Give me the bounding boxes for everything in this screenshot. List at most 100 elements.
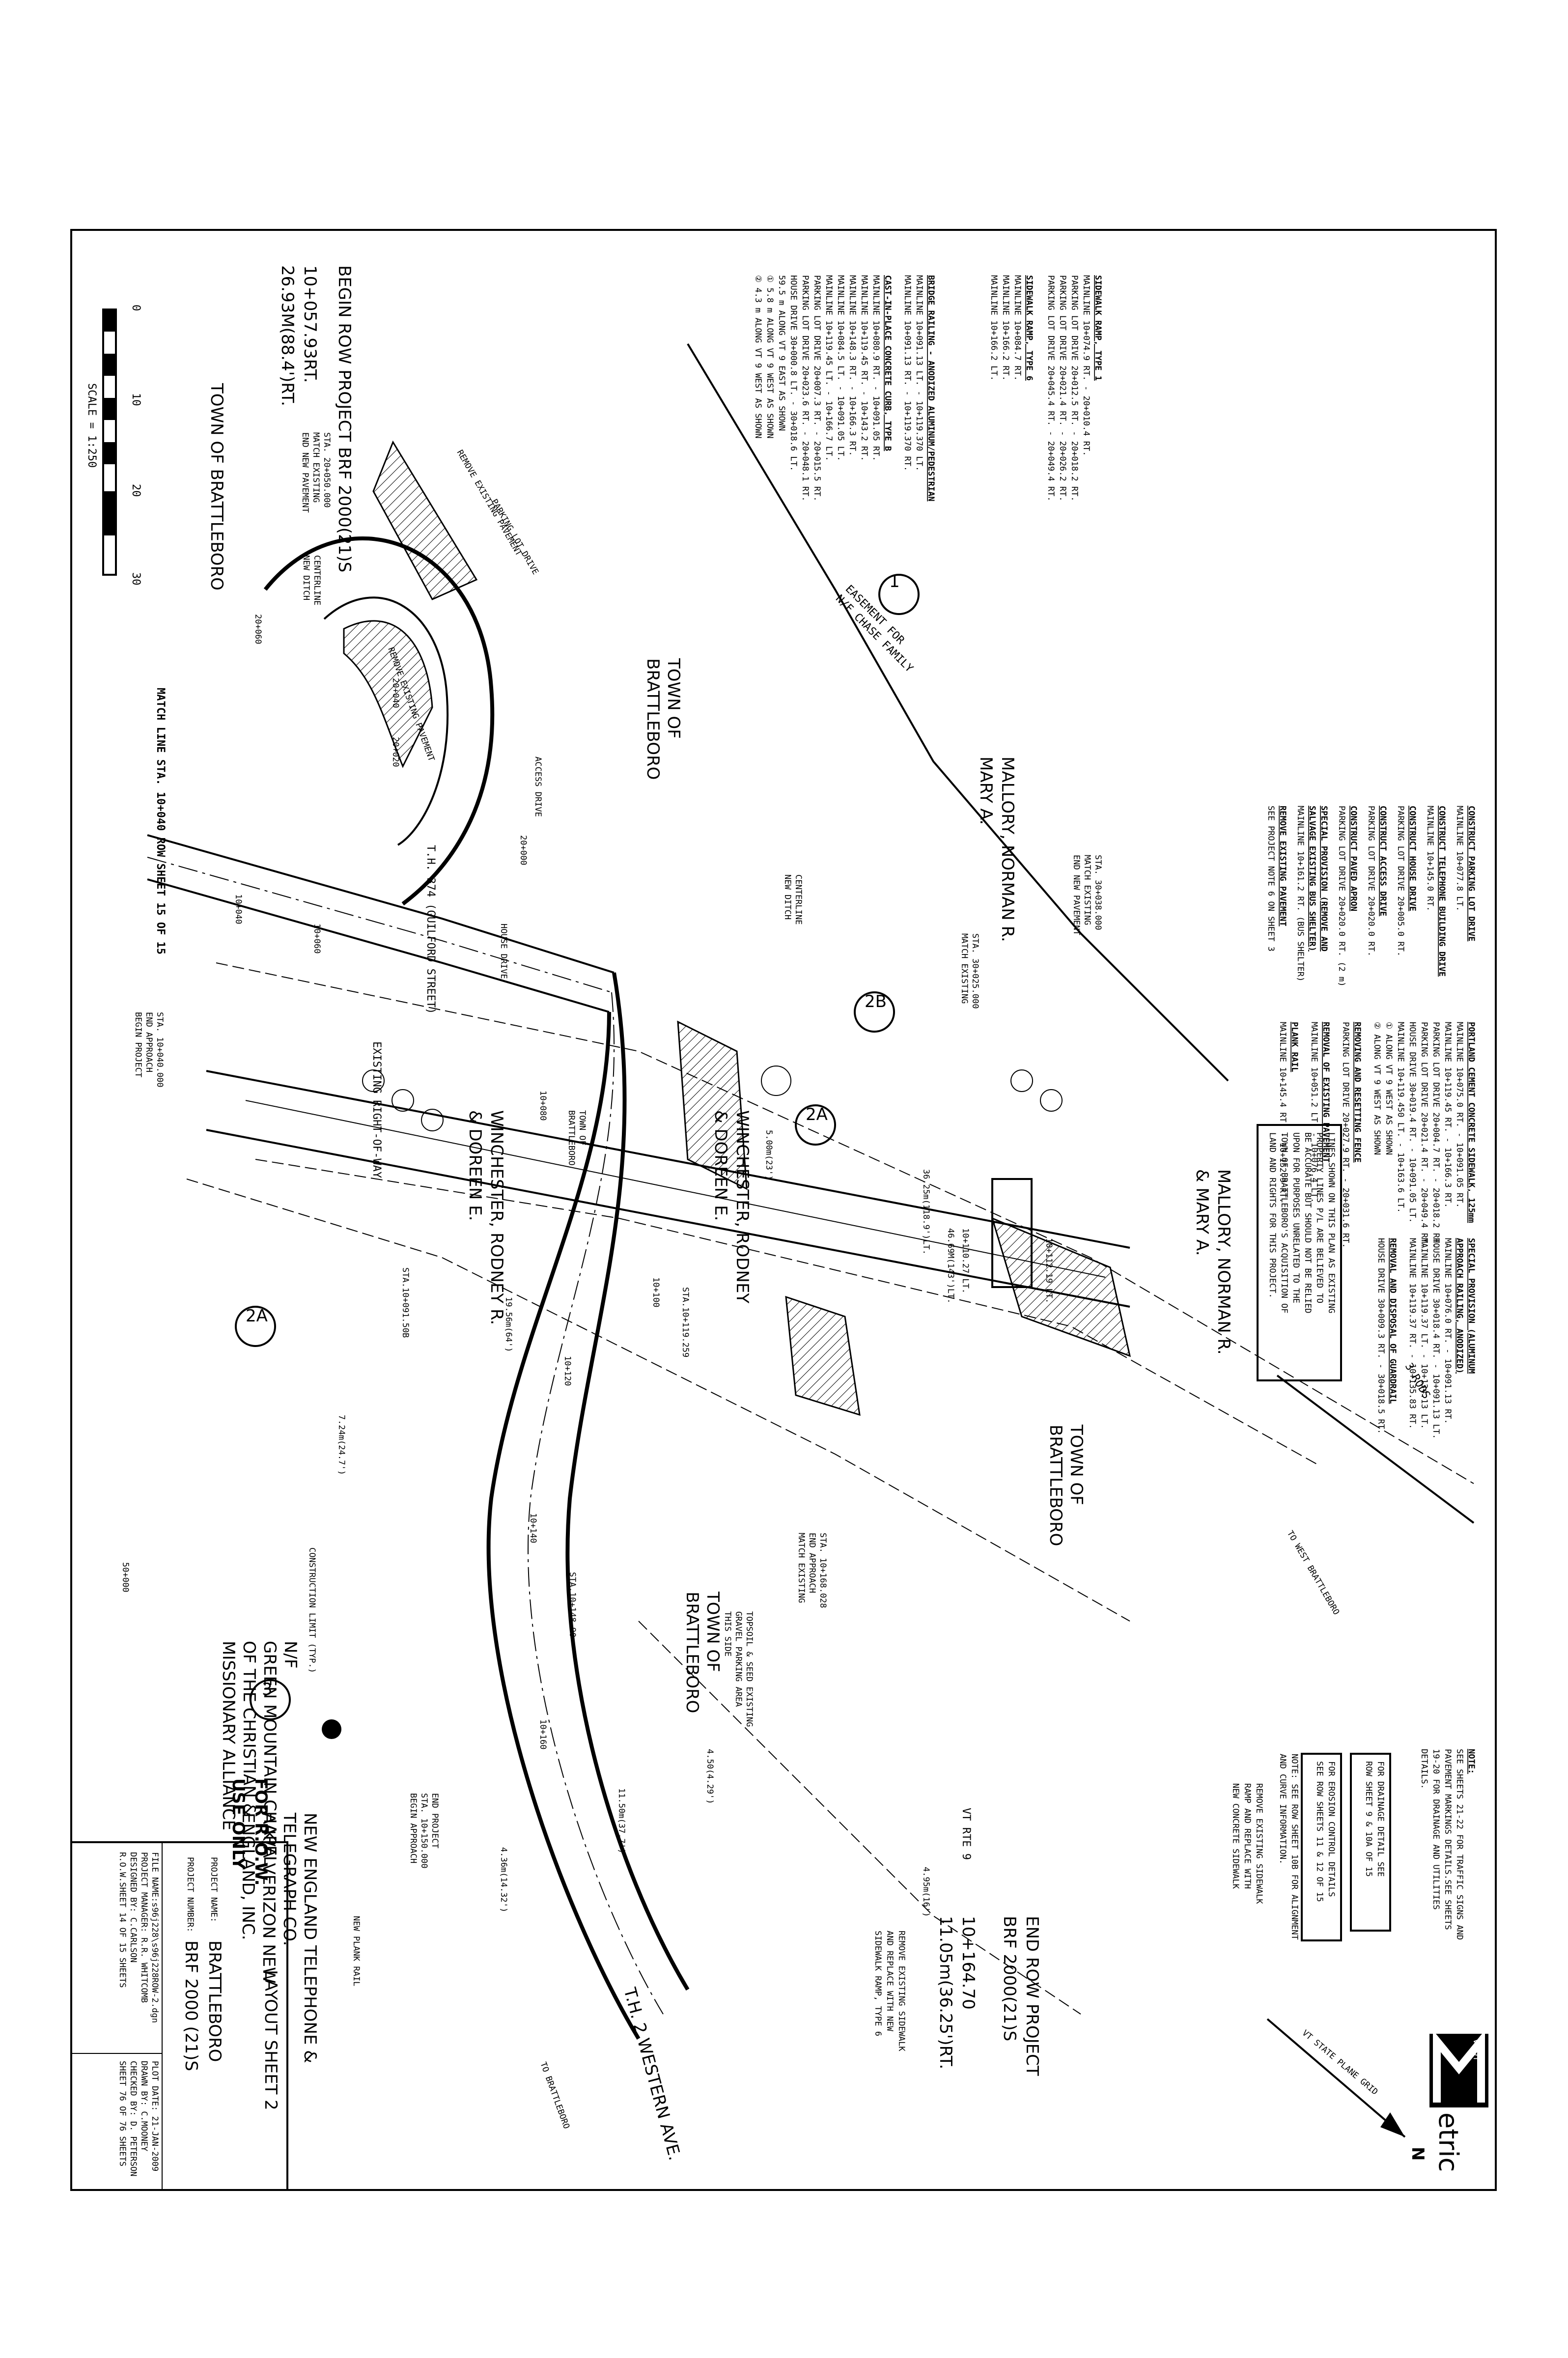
parcel-2a-number-south: 2A bbox=[246, 1306, 268, 1326]
owner-gm-4: MISSIONARY ALLIANCE bbox=[219, 1641, 238, 1830]
parking-lot-drive-inner bbox=[323, 596, 449, 846]
tree-2 bbox=[392, 1089, 414, 1112]
note-sidewalk-5: PARKING LOT DRIVE 20+021.4 RT. - 20+049.… bbox=[1419, 1022, 1429, 1248]
remove-pavement-text-1: REMOVE EXISTING PAVEMENT bbox=[455, 449, 524, 558]
begin-row-station-text: 10+057.93RT. bbox=[300, 265, 320, 383]
station-20040: 20+040 bbox=[391, 678, 400, 708]
note-special-8: HOUSE DRIVE 30+009.3 RT. - 30+018.5 RT. bbox=[1376, 1238, 1386, 1434]
owner-green-mountain: N/F GREEN MOUNTAIN CHAPEL OF THE CHRISTI… bbox=[219, 1641, 300, 1865]
bridge-roadway-south bbox=[206, 1129, 1130, 1308]
note-special-4: HOUSE DRIVE 30+018.4 RT. - 10+091.13 LT. bbox=[1431, 1238, 1441, 1439]
north-arrow-shaft-icon bbox=[1266, 2018, 1406, 2138]
notes-bridge: BRIDGE RAILING - ANODIZED ALUMINUM/PEDES… bbox=[753, 275, 936, 502]
sta-10168-text: STA. 10+168.028 bbox=[818, 1533, 828, 1608]
note-bridge-9: MAINLINE 10+119.45 LT. - 10+166.7 LT. bbox=[824, 275, 834, 461]
house-drive-label: HOUSE DRIVE bbox=[499, 924, 508, 979]
town-main-label: TOWN OF BRATTLEBORO bbox=[207, 383, 226, 590]
town-a-2: BRATTLEBORO bbox=[643, 658, 663, 780]
three-rods-line bbox=[1276, 1375, 1475, 1524]
drainage-note-frame bbox=[1350, 1753, 1391, 1932]
note-ramp-4: PARKING LOT DRIVE 20+021.4 RT. - 20+026.… bbox=[1058, 275, 1067, 502]
end-row-label: END ROW PROJECT BRF 2000(21)S bbox=[1000, 1916, 1042, 2076]
owner-winchester-b-name-2: & DOREEN E. bbox=[711, 1110, 730, 1221]
note-bridge-12: HOUSE DRIVE 30+000.8 LT. - 30+018.6 LT. bbox=[788, 275, 798, 471]
end-row-station: 10+164.70 11.05m(36.25')RT. bbox=[936, 1916, 978, 2069]
file-name: FILE NAME:s96j228\s96j228ROW-2.dgn bbox=[150, 1852, 160, 2023]
sta-20050-match: MATCH EXISTING bbox=[311, 432, 321, 503]
centerline-label: CENTERLINE NEW DITCH bbox=[783, 874, 803, 925]
parcel-3-label: 3 bbox=[262, 1680, 273, 1699]
sta-10150-text: STA. 10+150.000 bbox=[419, 1793, 429, 1869]
note-construct-11: SPECIAL PROVISION (REMOVE AND bbox=[1319, 806, 1329, 952]
project-name-label: PROJECT NAME: bbox=[209, 1857, 219, 1922]
station-20060: 20+060 bbox=[253, 614, 263, 644]
designed-by: DESIGNED BY: C.CARLSON bbox=[128, 1852, 138, 1963]
note-sidewalk-2: MAINLINE 10+075.0 RT. - 10+091.05 RT. bbox=[1455, 1022, 1464, 1208]
remove-pavement-area-5 bbox=[785, 1295, 861, 1416]
for-row-stamp: FOR R.O.W. USE ONLY bbox=[228, 1778, 271, 1886]
existing-row-label: EXISTING RIGHT-OF-WAY bbox=[370, 1041, 383, 1178]
existing-row-text: EXISTING RIGHT-OF-WAY bbox=[370, 1041, 383, 1178]
plot-date: PLOT DATE: 21-JAN-2009 bbox=[150, 2061, 160, 2171]
owner-net-1: NEW ENGLAND TELEPHONE & bbox=[300, 1813, 320, 2063]
utility-pole-marker bbox=[322, 1719, 341, 1739]
town-b-1: TOWN OF bbox=[703, 1591, 723, 1672]
notes-property-box: LINES SHOWN ON THIS PLAN AS EXISTING PRO… bbox=[1257, 1124, 1342, 1381]
dim-h: STA.10+148.90 bbox=[567, 1572, 577, 1637]
scale-bar-seg-4 bbox=[103, 442, 116, 464]
begin-approach-text: BEGIN APPROACH bbox=[408, 1793, 418, 1863]
dim-k: 11.50m(37.7') bbox=[616, 1788, 626, 1853]
note-sidewalk-8: ① ALONG VT 9 WEST AS SHOWN bbox=[1384, 1022, 1394, 1155]
note-bridge-4: CAST-IN-PLACE CONCRETE CURB, TYPE B bbox=[883, 275, 893, 451]
note-bridge-13: 59.5 m ALONG VT 9 EAST AS SHOWN bbox=[777, 275, 786, 431]
town-a-1: TOWN OF bbox=[664, 658, 683, 739]
owner-mallory-name: MALLORY, NORMAN R. bbox=[998, 757, 1017, 942]
note-construct-8: PARKING LOT DRIVE 20+020.0 RT. bbox=[1366, 806, 1376, 956]
note-construct-1: CONSTRUCT PARKING LOT DRIVE bbox=[1466, 806, 1476, 941]
owner-mallory-b-name: MALLORY, NORMAN R. bbox=[1214, 1169, 1233, 1355]
note-special-1: SPECIAL PROVISION (ALUMINUM bbox=[1466, 1238, 1476, 1374]
north-arrow: VT STATE PLANE GRID N bbox=[1266, 2018, 1428, 2161]
note-alignment-4: RAMP AND REPLACE WITH bbox=[1242, 1783, 1252, 1889]
owner-mallory: MALLORY, NORMAN R. MARY A. bbox=[976, 757, 1017, 942]
dim-c: 46.69M(143')LT. bbox=[946, 1228, 955, 1304]
dim-g: STA.10+091.50B bbox=[400, 1267, 410, 1338]
note-alignment: NOTE: SEE ROW SHEET 10B FOR ALIGNMENT AN… bbox=[1231, 1754, 1299, 1940]
note-sidewalk-7: MAINLINE 10+119.450 LT. - 10+163.6 LT. bbox=[1396, 1022, 1405, 1213]
metric-logo: VAOT etric bbox=[1429, 2030, 1488, 2172]
town-d-1: TOWN OF bbox=[577, 1110, 587, 1146]
note-ramp-3: PARKING LOT DRIVE 20+012.5 RT. - 20+018.… bbox=[1069, 275, 1079, 502]
begin-row-offset-text: 26.93M(88.4')RT. bbox=[278, 265, 297, 406]
note-bridge-10: PARKING LOT DRIVE 20+007.3 RT. - 20+015.… bbox=[812, 275, 822, 502]
topsoil-3: THIS SIDE bbox=[723, 1611, 732, 1656]
station-10080: 10+080 bbox=[538, 1091, 548, 1121]
sheet-of: SHEET 76 OF 76 SHEETS bbox=[117, 2061, 127, 2166]
note-erosion-box: FOR EROSION CONTROL DETAILS SEE ROW SHEE… bbox=[1301, 1753, 1342, 1941]
project-number-label: PROJECT NUMBER: bbox=[185, 1857, 195, 1933]
bridge-roadway-north bbox=[206, 1070, 1130, 1249]
end-row-note-2: AND REPLACE WITH NEW bbox=[885, 1931, 895, 2031]
parcel-2b-number: 2B bbox=[865, 992, 887, 1011]
parcel-2a-label-south: 2A bbox=[246, 1306, 268, 1326]
end-row-note: REMOVE EXISTING SIDEWALK AND REPLACE WIT… bbox=[873, 1931, 906, 2051]
owner-winchester-a: WINCHESTER, RODNEY R. & DOREEN E. bbox=[465, 1110, 506, 1325]
vaot-text: VAOT bbox=[1471, 2039, 1481, 2061]
note-property-5: TOWN OF BRATTLEBORO'S ACQUISITION OF bbox=[1279, 1132, 1289, 1313]
sheet-title-group: LAYOUT SHEET 2 bbox=[261, 1970, 280, 2110]
note-general-4: 19-20 FOR DRAINAGE AND UTILITIES bbox=[1431, 1749, 1441, 1910]
note-construct-13: MAINLINE 10+161.2 RT. (BUS SHELTER) bbox=[1295, 806, 1305, 982]
end-row-station-text: 10+164.70 bbox=[958, 1916, 978, 2010]
tree-1 bbox=[362, 1069, 385, 1092]
sta-10040-text: STA. 10+040.000 bbox=[155, 1012, 165, 1088]
dim-e: 19.56m(64') bbox=[504, 1297, 513, 1352]
note-sidewalk-6: HOUSE DRIVE 30+019.4 RT. - 10+091.05 LT. bbox=[1407, 1022, 1417, 1223]
note-bridge-6: MAINLINE 10+119.45 RT. - 10+143.2 RT. bbox=[859, 275, 869, 461]
note-sidewalk-1: PORTLAND CEMENT CONCRETE SIDEWALK, 125mm bbox=[1466, 1022, 1476, 1223]
note-general-1: NOTE: bbox=[1466, 1749, 1476, 1774]
existing-row-line bbox=[255, 1159, 1317, 1464]
remove-pavement-label-1: REMOVE EXISTING PAVEMENT bbox=[455, 449, 524, 558]
note-alignment-5: NEW CONCRETE SIDEWALK bbox=[1231, 1783, 1240, 1889]
owner-net-2: TELEGRAPH CO. bbox=[280, 1812, 299, 1946]
parcel-2a-label: 2A bbox=[806, 1105, 828, 1124]
north-arrow-head-icon bbox=[1380, 2112, 1405, 2137]
